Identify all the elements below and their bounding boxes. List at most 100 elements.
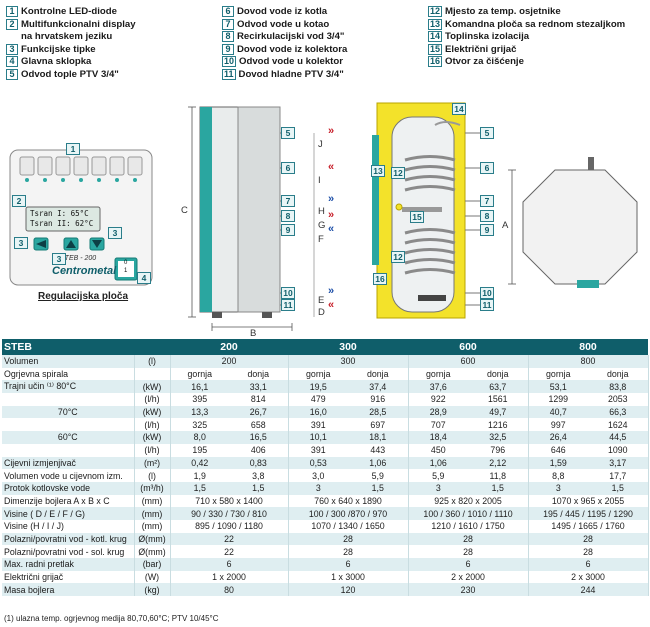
callout-5-section: 5 xyxy=(480,127,494,139)
cell-value: 406 xyxy=(229,443,289,457)
legend-text: Funkcijske tipke xyxy=(21,43,96,55)
dim-letter-d: D xyxy=(318,307,325,318)
callout-13: 13 xyxy=(371,165,385,177)
legend-number: 15 xyxy=(428,43,443,55)
dim-letter-a: A xyxy=(502,220,509,231)
cell-value: 3,0 xyxy=(288,469,349,482)
dim-letter-f: F xyxy=(318,234,324,245)
callout-2: 2 xyxy=(12,195,26,207)
cell-value: 1,59 xyxy=(528,456,589,470)
legend-number: 5 xyxy=(6,68,18,80)
callout-11-section: 11 xyxy=(480,299,494,311)
cell-value: 1 x 3000 xyxy=(288,570,409,584)
row-label: Max. radni pretlak xyxy=(2,558,135,571)
callout-7-section: 7 xyxy=(480,195,494,207)
cell-value: 395 xyxy=(170,393,230,406)
callout-8-section: 8 xyxy=(480,210,494,222)
cell-value: 28 xyxy=(408,545,529,558)
row-label: Trajni učin ⁽¹⁾ 80°C xyxy=(2,380,135,394)
row-label: Polazni/povratni vod - kotl. krug xyxy=(2,532,135,546)
cell-value: gornja xyxy=(528,367,589,381)
row-label: 70°C xyxy=(2,405,135,419)
legend-number: 11 xyxy=(222,68,236,80)
cell-value: 1,5 xyxy=(588,481,649,495)
led-row xyxy=(19,156,143,182)
cell-value: 3,17 xyxy=(588,456,649,470)
row-label xyxy=(2,418,135,432)
cell-value: 10,1 xyxy=(288,431,349,444)
callout-6: 6 xyxy=(281,162,295,174)
cold-flow-arrow-icon: « xyxy=(328,223,334,235)
row-unit: (kW) xyxy=(134,431,171,444)
cell-value: 922 xyxy=(408,393,469,406)
cell-value: 1216 xyxy=(468,418,529,432)
cell-value: 1495 / 1665 / 1760 xyxy=(528,519,649,533)
header-model: STEB xyxy=(2,339,171,355)
dim-letter-j: J xyxy=(318,139,323,150)
display-screen xyxy=(25,206,101,232)
cell-value: 1070 x 965 x 2055 xyxy=(528,494,649,508)
cell-value: 16,1 xyxy=(170,380,230,394)
cell-value: 1070 / 1340 / 1650 xyxy=(288,519,409,533)
cell-value: 997 xyxy=(528,418,589,432)
legend-text: Multifunkcionalni display xyxy=(21,18,136,30)
cell-value: 66,3 xyxy=(588,405,649,419)
cell-value: 1,5 xyxy=(348,481,409,495)
cell-value: 2,12 xyxy=(468,456,529,470)
cell-value: gornja xyxy=(288,367,349,381)
cell-value: donja xyxy=(348,367,409,381)
cell-value: 707 xyxy=(408,418,469,432)
cell-value: 3 xyxy=(408,481,469,495)
cell-value: 814 xyxy=(229,393,289,406)
callout-6-section: 6 xyxy=(480,162,494,174)
cell-value: 83,8 xyxy=(588,380,649,394)
row-label: Visine (H / I / J) xyxy=(2,519,135,533)
cell-value: 1210 / 1610 / 1750 xyxy=(408,519,529,533)
callout-1: 1 xyxy=(66,143,80,155)
cell-value: 6 xyxy=(170,558,289,571)
cell-value: 28,5 xyxy=(348,405,409,419)
row-unit: (kW) xyxy=(134,380,171,394)
legend-text: Odvod vode u kolektor xyxy=(239,56,343,68)
header-size: 800 xyxy=(528,339,649,355)
cell-value: 5,9 xyxy=(408,469,469,482)
dim-letter-b: B xyxy=(250,328,257,339)
cell-value: 760 x 640 x 1890 xyxy=(288,494,409,508)
row-label: Visine ( D / E / F / G) xyxy=(2,507,135,520)
cell-value: 646 xyxy=(528,443,589,457)
row-label: Cijevni izmjenjivač xyxy=(2,456,135,470)
cell-value: 100 / 300 /870 / 970 xyxy=(288,507,409,520)
row-unit: (mm) xyxy=(134,519,171,533)
switch-label-0: 0 xyxy=(124,260,128,266)
legend-number: 6 xyxy=(222,6,234,17)
callout-11: 11 xyxy=(281,299,295,311)
cell-value: 0,53 xyxy=(288,456,349,470)
cell-value: 6 xyxy=(408,558,529,571)
cell-value: 19,5 xyxy=(288,380,349,394)
cell-value: donja xyxy=(588,367,649,381)
cell-value: 18,1 xyxy=(348,431,409,444)
cell-value: 325 xyxy=(170,418,230,432)
hot-flow-arrow-icon: « xyxy=(328,161,334,173)
cell-value: 6 xyxy=(528,558,649,571)
cell-value: 796 xyxy=(468,443,529,457)
cell-value: 49,7 xyxy=(468,405,529,419)
row-unit: (l) xyxy=(134,469,171,482)
legend-text: Električni grijač xyxy=(445,43,517,55)
cell-value: 300 xyxy=(288,355,409,368)
callout-12a: 12 xyxy=(391,167,405,179)
header-size: 300 xyxy=(288,339,409,355)
cell-value: 120 xyxy=(288,583,409,597)
hot-flow-arrow-icon: » xyxy=(328,125,334,137)
